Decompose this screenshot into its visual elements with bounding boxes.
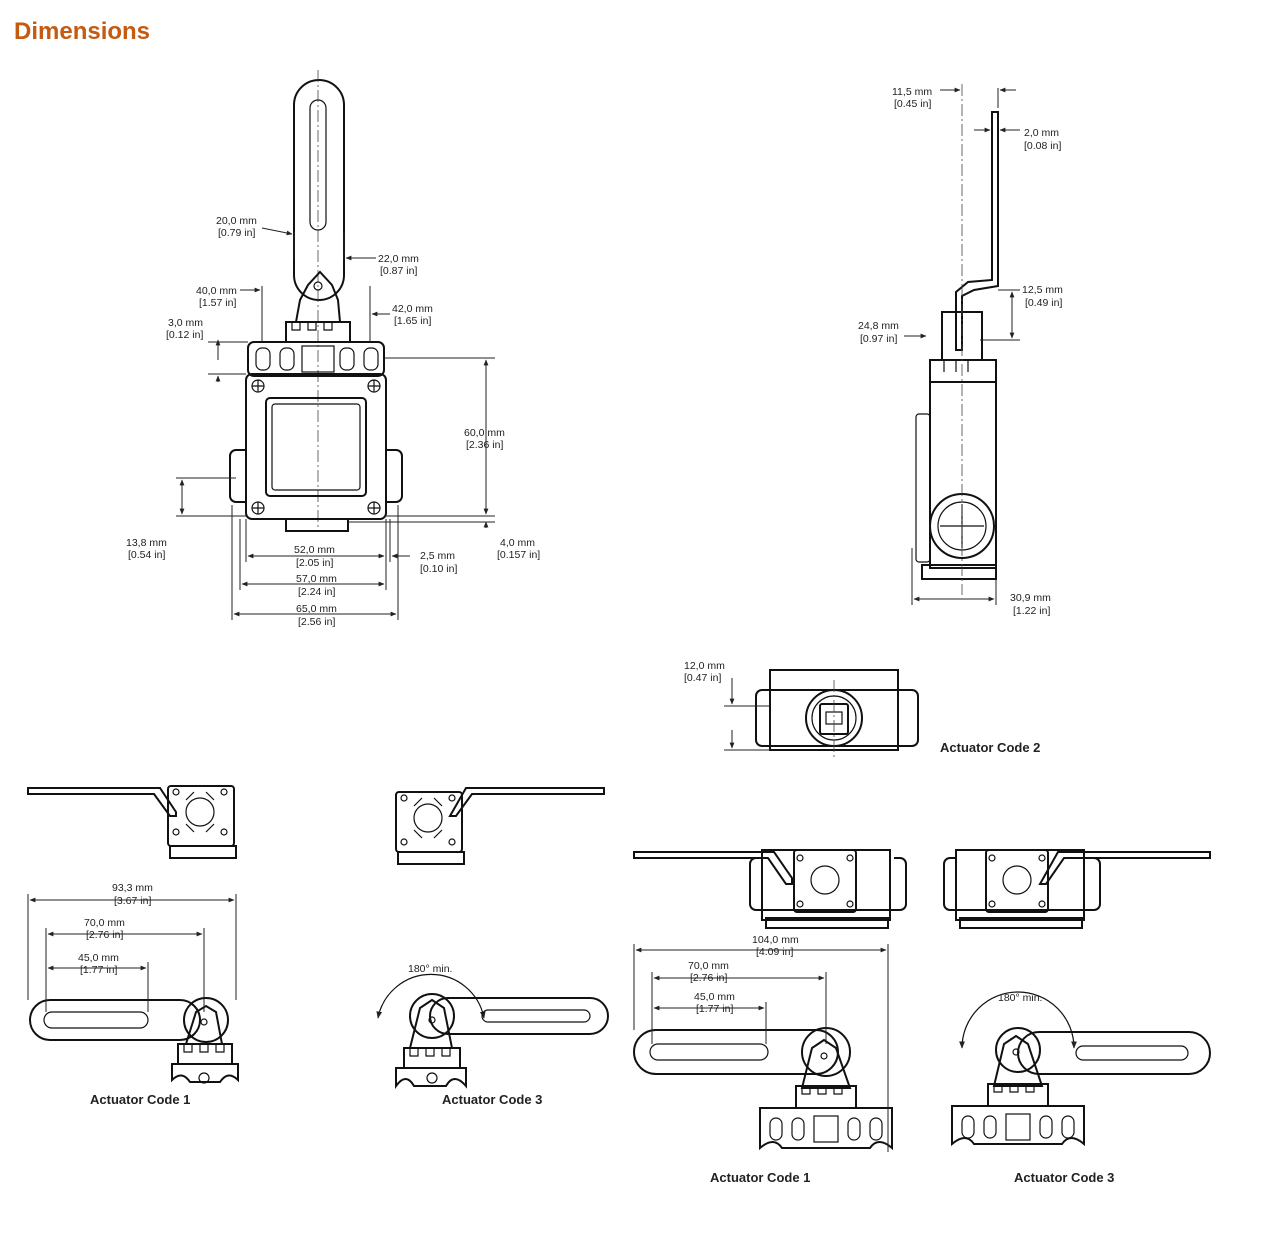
dim-45mm-large: 45,0 mm — [694, 991, 735, 1003]
dim-70mm-small: 70,0 mm — [84, 917, 125, 929]
dim-12mm: 12,0 mm — [684, 660, 725, 672]
dim-45mm-small-in: [1.77 in] — [80, 964, 117, 976]
dim-30-9mm-in: [1.22 in] — [1013, 605, 1050, 617]
dim-24-8mm-in: [0.97 in] — [860, 333, 897, 345]
dim-24-8mm: 24,8 mm — [858, 320, 899, 332]
dim-3mm-in: [0.12 in] — [166, 329, 203, 341]
small-actuator-code-1: 93,3 mm [3.67 in] 70,0 mm [2.76 in] 45,0… — [27, 785, 239, 1107]
dim-12-5mm-in: [0.49 in] — [1025, 297, 1062, 309]
dim-20mm-in: [0.79 in] — [218, 227, 255, 239]
caption-actuator-code-1-large: Actuator Code 1 — [710, 1170, 810, 1185]
small-actuator-code-3: 180° min. Actuator Code 3 — [376, 787, 609, 1107]
dim-22mm: 22,0 mm — [378, 253, 419, 265]
dim-20mm: 20,0 mm — [216, 215, 257, 227]
dim-70mm-large-in: [2.76 in] — [690, 972, 727, 984]
dim-22mm-in: [0.87 in] — [380, 265, 417, 277]
dim-52mm: 52,0 mm — [294, 544, 335, 556]
dim-65mm: 65,0 mm — [296, 603, 337, 615]
dim-12mm-in: [0.47 in] — [684, 672, 721, 684]
dim-11-5mm-in: [0.45 in] — [894, 98, 931, 110]
dim-4mm: 4,0 mm — [500, 537, 535, 549]
caption-actuator-code-3-small: Actuator Code 3 — [442, 1092, 542, 1107]
large-actuator-code-3: 180° min. Actuator Code 3 — [943, 849, 1211, 1185]
dim-57mm-in: [2.24 in] — [298, 586, 335, 598]
caption-actuator-code-1-small: Actuator Code 1 — [90, 1092, 190, 1107]
dim-12-5mm: 12,5 mm — [1022, 284, 1063, 296]
dim-4mm-in: [0.157 in] — [497, 549, 540, 561]
dim-65mm-in: [2.56 in] — [298, 616, 335, 628]
dim-3mm: 3,0 mm — [168, 317, 203, 329]
dim-13-8mm-in: [0.54 in] — [128, 549, 165, 561]
angle-label-small: 180° min. — [408, 963, 452, 975]
dim-93-3mm-in: [3.67 in] — [114, 895, 151, 907]
side-view: 11,5 mm [0.45 in] 2,0 mm [0.08 in] 12,5 … — [858, 84, 1063, 617]
large-actuator-code-1: 104,0 mm [4.09 in] 70,0 mm [2.76 in] 45,… — [633, 849, 907, 1185]
dim-2mm-in: [0.08 in] — [1024, 140, 1061, 152]
dim-45mm-small: 45,0 mm — [78, 952, 119, 964]
dim-11-5mm: 11,5 mm — [892, 86, 932, 98]
page-title: Dimensions — [14, 18, 151, 45]
caption-actuator-code-2: Actuator Code 2 — [940, 740, 1040, 755]
top-view-code-2: 12,0 mm [0.47 in] Actuator Code 2 — [684, 660, 1040, 760]
dim-13-8mm: 13,8 mm — [126, 537, 167, 549]
dim-60mm-in: [2.36 in] — [466, 439, 503, 451]
dim-57mm: 57,0 mm — [296, 573, 337, 585]
dim-30-9mm: 30,9 mm — [1010, 592, 1051, 604]
dim-45mm-large-in: [1.77 in] — [696, 1003, 733, 1015]
dim-40mm: 40,0 mm — [196, 285, 237, 297]
dim-70mm-large: 70,0 mm — [688, 960, 729, 972]
front-view: 20,0 mm [0.79 in] 22,0 mm [0.87 in] 40,0… — [126, 70, 540, 628]
caption-actuator-code-3-large: Actuator Code 3 — [1014, 1170, 1114, 1185]
dim-2-5mm: 2,5 mm — [420, 550, 455, 562]
dim-2-5mm-in: [0.10 in] — [420, 563, 457, 575]
dim-60mm: 60,0 mm — [464, 427, 505, 439]
dim-42mm: 42,0 mm — [392, 303, 433, 315]
angle-label-large: 180° min. — [998, 992, 1042, 1004]
dim-40mm-in: [1.57 in] — [199, 297, 236, 309]
dim-70mm-small-in: [2.76 in] — [86, 929, 123, 941]
dim-104mm-in: [4.09 in] — [756, 946, 793, 958]
dim-93-3mm: 93,3 mm — [112, 882, 153, 894]
dim-52mm-in: [2.05 in] — [296, 557, 333, 569]
dim-2mm: 2,0 mm — [1024, 127, 1059, 139]
dim-42mm-in: [1.65 in] — [394, 315, 431, 327]
dim-104mm: 104,0 mm — [752, 934, 799, 946]
